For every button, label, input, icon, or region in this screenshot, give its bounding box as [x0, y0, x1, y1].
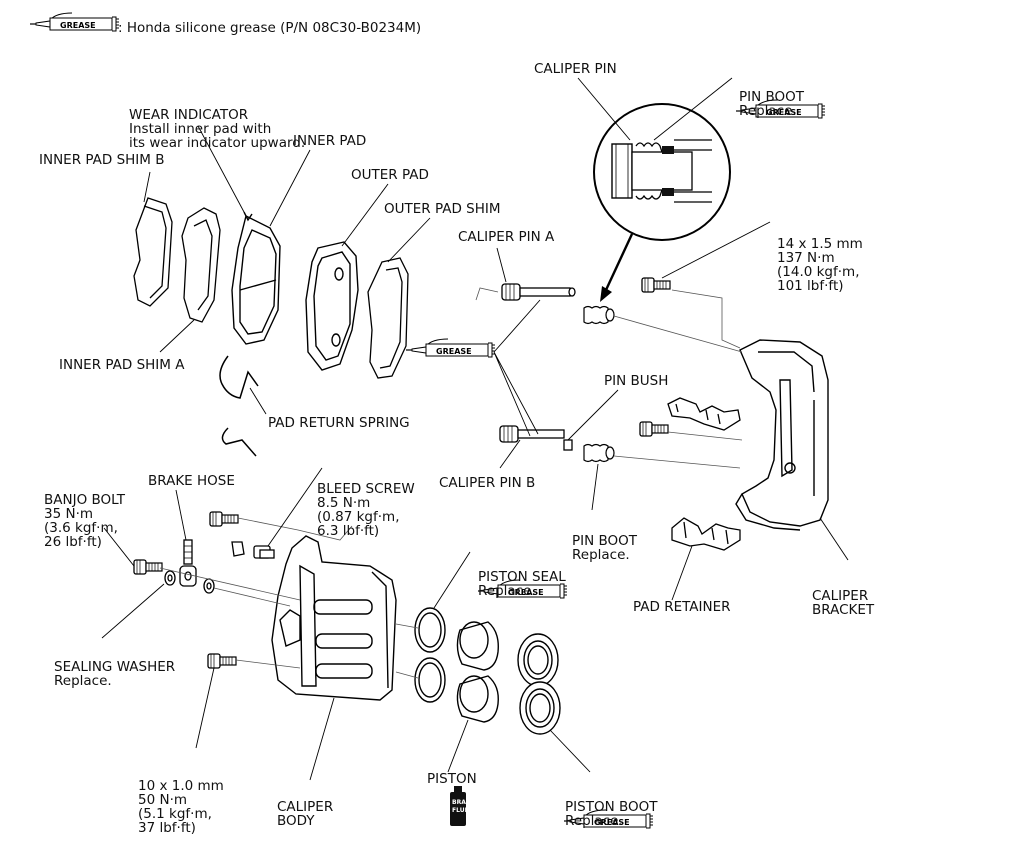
- sealing-washer-part: [164, 570, 215, 594]
- legend-grease-icon: GREASE: [29, 12, 120, 32]
- caliper-pin-b-part: [499, 425, 573, 451]
- label-inner-pad-shim-b: INNER PAD SHIM B: [39, 152, 165, 168]
- inset-pointer-arrow: [600, 286, 612, 302]
- svg-text:GREASE: GREASE: [594, 818, 630, 827]
- legend-text: : Honda silicone grease (P/N 08C30-B0234…: [118, 20, 422, 36]
- label-inner-pad: INNER PAD: [293, 133, 367, 149]
- caliper-pin-a-part: [501, 283, 576, 301]
- pad-return-spring-part: [221, 427, 257, 457]
- pin-boot-top-part: [583, 305, 615, 325]
- pad-retainer-upper-part: [667, 397, 741, 431]
- label-piston: PISTON: [427, 771, 477, 787]
- caliper-bracket-part: [735, 339, 829, 531]
- brake-hose-part: [179, 539, 197, 587]
- bracket-bolt-top-part: [641, 277, 671, 293]
- label-outer-pad: OUTER PAD: [351, 167, 429, 183]
- grease-icon-label: GREASE: [60, 21, 96, 30]
- outer-pad-shim-part: [367, 257, 409, 379]
- label-caliper-pin-b: CALIPER PIN B: [439, 475, 536, 491]
- pad-retainer-part: [671, 517, 741, 551]
- svg-text:FLUID: FLUID: [452, 807, 472, 814]
- assembly-guide-lines: [159, 287, 743, 679]
- inner-pad-shim-b-part: [133, 197, 173, 307]
- outer-pad-part: [305, 241, 359, 371]
- label-pad-return-spring: PAD RETURN SPRING: [268, 415, 410, 431]
- grease-icon: GREASE: [735, 99, 826, 119]
- bleed-screw-part: [231, 541, 275, 559]
- leader-lines: [101, 77, 849, 781]
- pin-boot-mid-part: [583, 443, 615, 463]
- label-caliper-pin: CALIPER PIN: [534, 61, 617, 77]
- svg-text:GREASE: GREASE: [508, 588, 544, 597]
- bracket-bolt-mid-part: [639, 421, 669, 437]
- inset-pointer-line: [604, 233, 634, 291]
- lower-caliper-bolt-part: [207, 653, 237, 669]
- grease-icon: GREASE: [563, 809, 654, 829]
- label-pin-bush: PIN BUSH: [604, 373, 669, 389]
- label-pad-retainer: PAD RETAINER: [633, 599, 731, 615]
- piston-boot-part: [517, 633, 561, 735]
- svg-text:GREASE: GREASE: [766, 108, 802, 117]
- brake-fluid-icon: BRAKE FLUID: [450, 786, 475, 826]
- grease-icon: GREASE: [405, 338, 496, 358]
- label-outer-pad-shim: OUTER PAD SHIM: [384, 201, 501, 217]
- caliper-body-part: [271, 535, 397, 701]
- inner-pad-part: [231, 211, 281, 345]
- piston-seal-part: [414, 607, 446, 703]
- label-caliper-pin-a: CALIPER PIN A: [458, 229, 555, 245]
- grease-icon: GREASE: [477, 579, 568, 599]
- label-brake-hose: BRAKE HOSE: [148, 473, 235, 489]
- upper-caliper-bolt-part: [209, 511, 239, 527]
- inner-pad-shim-a-part: [181, 207, 221, 323]
- banjo-bolt-part: [133, 559, 163, 575]
- piston-part: [456, 621, 499, 723]
- svg-text:BRAKE: BRAKE: [452, 799, 475, 806]
- pad-return-spring-part: [219, 355, 259, 399]
- caliper-pin-inset: [593, 103, 731, 241]
- svg-text:GREASE: GREASE: [436, 347, 472, 356]
- label-inner-pad-shim-a: INNER PAD SHIM A: [59, 357, 185, 373]
